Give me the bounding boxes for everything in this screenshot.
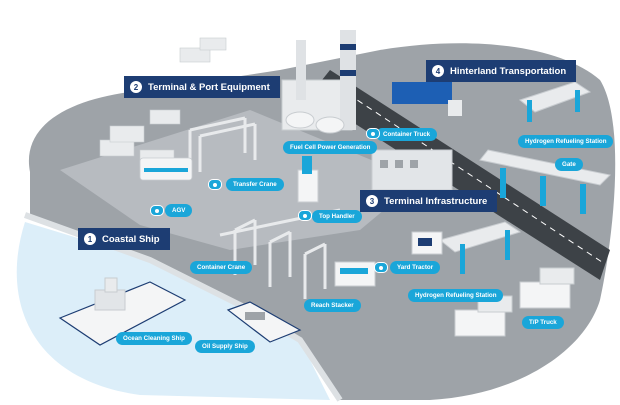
section-title: Terminal Infrastructure: [384, 195, 488, 207]
section-label-terminal-port-equipment: 2 Terminal & Port Equipment: [124, 76, 280, 98]
marker-yard-tractor: [374, 262, 388, 273]
yard-tractor-illustration: [411, 231, 443, 255]
marker-top-handler: [298, 210, 312, 221]
agv-illustration: [139, 157, 193, 181]
section-number-badge: 2: [130, 81, 142, 93]
label-oil-supply-ship: Oil Supply Ship: [195, 340, 255, 353]
label-top-handler: Top Handler: [312, 210, 362, 223]
label-reach-stacker: Reach Stacker: [304, 299, 361, 312]
warehouse-illustration: [371, 149, 453, 191]
container-truck-illustration: [392, 82, 462, 116]
label-agv: AGV: [165, 204, 193, 217]
road-lane-marking: [329, 81, 606, 265]
label-yard-tractor: Yard Tractor: [390, 261, 441, 274]
section-title: Coastal Ship: [102, 233, 160, 245]
oil-supply-ship-illustration: [226, 301, 302, 343]
section-number-badge: 4: [432, 65, 444, 77]
section-title: Terminal & Port Equipment: [148, 81, 270, 93]
section-label-terminal-infrastructure: 3 Terminal Infrastructure: [360, 190, 498, 212]
label-gate: Gate: [555, 158, 583, 171]
label-hydrogen-refueling-station-bottom: Hydrogen Refueling Station: [408, 289, 504, 302]
top-handler-illustration: [297, 156, 319, 203]
power-plant-illustration: [281, 30, 356, 134]
label-fuel-cell-power-generation: Fuel Cell Power Generation: [283, 141, 378, 154]
label-hydrogen-refueling-station-top: Hydrogen Refueling Station: [518, 135, 614, 148]
section-number-badge: 3: [366, 195, 378, 207]
label-tp-truck: T/P Truck: [522, 316, 564, 329]
marker-container-truck: [366, 128, 380, 139]
section-number-badge: 1: [84, 233, 96, 245]
reach-stacker-illustration: [334, 261, 376, 287]
marker-transfer-crane: [208, 179, 222, 190]
sea-area: [16, 222, 330, 400]
label-transfer-crane: Transfer Crane: [226, 178, 284, 191]
road: [310, 70, 610, 280]
ocean-cleaning-ship-illustration: [58, 277, 187, 346]
section-title: Hinterland Transportation: [450, 65, 567, 77]
label-container-truck: Container Truck: [376, 128, 438, 141]
section-label-hinterland-transportation: 4 Hinterland Transportation: [426, 60, 577, 82]
section-label-coastal-ship: 1 Coastal Ship: [78, 228, 170, 250]
label-container-crane: Container Crane: [190, 261, 253, 274]
label-ocean-cleaning-ship: Ocean Cleaning Ship: [116, 332, 192, 345]
marker-agv: [150, 205, 164, 216]
hydrogen-station-top-illustration: [518, 81, 592, 122]
tp-truck-illustration: [454, 267, 575, 337]
hydrogen-station-bottom-illustration: [438, 221, 522, 274]
